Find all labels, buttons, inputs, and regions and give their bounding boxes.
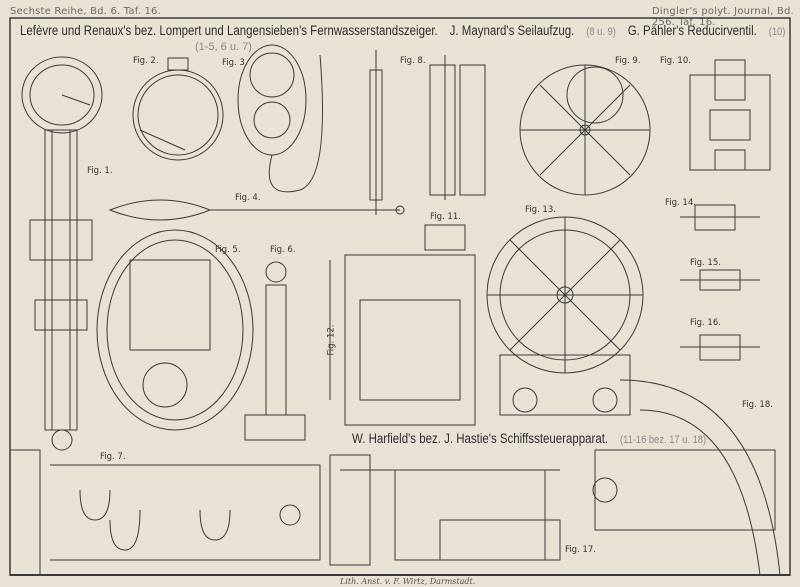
lithographer-credit: Lith. Anst. v. F. Wirtz, Darmstadt.: [340, 577, 476, 586]
journal-reference: Dingler's polyt. Journal, Bd. 256. Taf. …: [652, 6, 794, 28]
fig8-hoist: [369, 50, 486, 215]
title-lefevre: Lefèvre und Renaux's bez. Lompert und La…: [20, 23, 438, 38]
fig12-steering-engine: [329, 254, 476, 426]
fig1-water-gauge: [21, 56, 103, 451]
fig-label: Fig. 13.: [525, 205, 556, 215]
title-pahler: G. Pähler's Reducirventil.: [627, 23, 757, 38]
fig-label: Fig. 8.: [400, 56, 426, 66]
fig-label: Fig. 6.: [270, 245, 296, 255]
fig17-mechanism: [329, 454, 561, 566]
top-title-row: Lefèvre und Renaux's bez. Lompert und La…: [20, 23, 785, 38]
fig-label: Fig. 17.: [565, 545, 596, 555]
fig-label: Fig. 11.: [430, 212, 461, 222]
title-pahler-figs: (10): [768, 26, 786, 38]
fig-label: Fig. 12.: [326, 324, 337, 356]
fig5-indicator: [96, 229, 254, 431]
fig-label: Fig. 3.: [222, 58, 248, 68]
fig4-float: [108, 199, 405, 221]
fig-label: Fig. 10.: [660, 56, 691, 66]
fig10-valve: [689, 59, 771, 171]
fig-label: Fig. 16.: [690, 318, 721, 328]
fig-label: Fig. 14.: [665, 198, 696, 208]
fig9-rope-drum: [519, 64, 651, 196]
title-lefevre-figs: (1-5, 6 u. 7): [195, 41, 252, 53]
plate-frame: [9, 17, 791, 576]
title-harfield: W. Harfield's bez. J. Hastie's Schiffsst…: [352, 431, 609, 446]
fig18-rudder-gear: [592, 379, 781, 576]
fig-label: Fig. 4.: [235, 193, 261, 203]
title-maynard: J. Maynard's Seilaufzug.: [449, 23, 575, 38]
fig6-column: [244, 261, 306, 441]
fig13-wheel: [486, 216, 644, 416]
fig-label: Fig. 5.: [215, 245, 241, 255]
series-volume-label: Sechste Reihe, Bd. 6. Taf. 16.: [10, 6, 161, 17]
fig-label: Fig. 7.: [100, 452, 126, 462]
fig14-16-details: [680, 204, 760, 361]
fig-label: Fig. 18.: [742, 400, 773, 410]
fig-label: Fig. 2.: [133, 56, 159, 66]
fig-label: Fig. 9.: [615, 56, 641, 66]
fig-label: Fig. 15.: [690, 258, 721, 268]
title-harfield-figs: (11-16 bez. 17 u. 18): [620, 434, 707, 446]
fig-label: Fig. 1.: [87, 166, 113, 176]
fig11-gear: [424, 224, 466, 251]
title-maynard-figs: (8 u. 9): [586, 26, 616, 38]
fig2-dial: [132, 57, 224, 161]
harfield-title-row: W. Harfield's bez. J. Hastie's Schiffsst…: [352, 431, 706, 446]
fig3-gauge: [237, 44, 323, 193]
fig7-pipework: [9, 449, 321, 575]
